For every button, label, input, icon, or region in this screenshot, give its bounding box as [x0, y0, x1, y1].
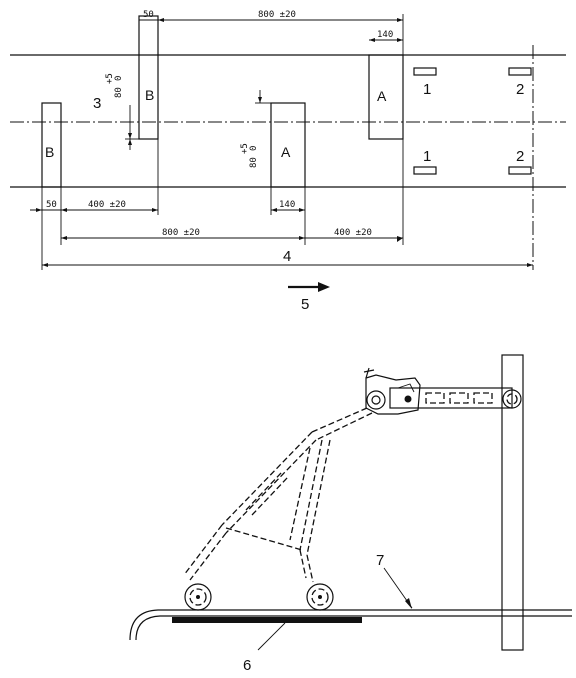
- trolley-wheel-front-inner: [311, 588, 329, 606]
- arrowhead: [271, 208, 277, 212]
- arm-pivot-wheel-inner: [506, 393, 518, 405]
- patch-a-right: [368, 54, 404, 140]
- label-2-lower: 2: [516, 148, 524, 165]
- label-a-right: A: [377, 88, 387, 104]
- elevation-view: 6 7: [129, 354, 572, 674]
- trolley-handle: [251, 476, 289, 516]
- callout-4: 4: [283, 248, 291, 265]
- arrowhead: [397, 236, 403, 242]
- dim-80-left-zero: 0: [114, 76, 124, 81]
- clamp-bolt: [404, 395, 412, 403]
- trolley-rail: [306, 554, 314, 583]
- trolley-wheel-rear-hub: [196, 595, 200, 599]
- trolley-rail: [299, 439, 323, 551]
- dim-80-left-plus: +5: [105, 73, 115, 84]
- clamp-pulley-inner: [371, 395, 381, 405]
- dim-800-bottom: 800 ±20: [162, 228, 200, 238]
- arrowhead: [299, 236, 305, 240]
- label-b-upper: B: [145, 87, 154, 103]
- arrowhead: [405, 598, 412, 609]
- arrowhead: [158, 18, 164, 22]
- arrowhead: [369, 38, 375, 42]
- trolley-rail: [221, 431, 313, 526]
- callout-3: 3: [93, 95, 101, 112]
- arm-pivot-wheel: [502, 389, 522, 409]
- label-b-left: B: [45, 144, 54, 160]
- trolley-rail: [299, 549, 307, 579]
- trolley-rail: [306, 439, 331, 556]
- trolley-brace: [289, 447, 311, 541]
- marker-pad-2-lower: [508, 166, 532, 175]
- marker-pad-2-upper: [508, 67, 532, 76]
- trolley-wheel-front: [306, 583, 334, 611]
- dim-400-right: 400 ±20: [334, 228, 372, 238]
- arrowhead: [36, 208, 42, 212]
- dim-80-middle-group: 80 +5 0: [240, 143, 259, 168]
- dim-800-top: 800 ±20: [258, 10, 296, 20]
- patch-b-upper: [138, 15, 159, 140]
- clamp-head: [365, 374, 421, 415]
- marker-pad-1-lower: [413, 166, 437, 175]
- leader-6: [257, 622, 286, 651]
- patch-b-left: [41, 102, 62, 188]
- dim-50-bottom: 50: [46, 200, 57, 210]
- arrowhead: [128, 139, 132, 145]
- trolley-brace: [225, 527, 303, 551]
- dim-80-middle-zero: 0: [249, 146, 259, 151]
- test-trolley: [183, 407, 373, 583]
- dim-80-left: 80: [114, 87, 124, 98]
- arrowhead: [299, 208, 305, 212]
- dim-50-top: 50: [143, 10, 154, 20]
- clamp-handle: [363, 369, 375, 373]
- arrowhead: [527, 263, 533, 267]
- arrowhead: [61, 236, 67, 240]
- trolley-rail: [183, 524, 223, 576]
- arm-slot: [449, 392, 469, 404]
- arm-slot: [425, 392, 445, 404]
- label-1-lower: 1: [423, 148, 431, 165]
- dim-80-middle: 80: [249, 157, 259, 168]
- callout-7: 7: [376, 552, 384, 569]
- arrowhead: [152, 208, 158, 212]
- ground-surface-lower: [135, 615, 572, 641]
- label-1-upper: 1: [423, 81, 431, 98]
- trolley-wheel-rear: [184, 583, 212, 611]
- dim-140-bottom: 140: [279, 200, 295, 210]
- trolley-wheel-front-hub: [318, 595, 322, 599]
- plan-view: 50 800 ±20 140 B B A A 80 +5 0 3 80 +5: [10, 10, 566, 313]
- arrowhead: [397, 18, 403, 22]
- dim-80-left-group: 80 +5 0: [105, 73, 124, 98]
- ground-surface: [129, 609, 572, 641]
- arrowhead: [397, 38, 403, 42]
- clamp-detail: [397, 383, 415, 393]
- dim-80-middle-plus: +5: [240, 143, 250, 154]
- callout-6: 6: [243, 657, 251, 674]
- label-a-middle: A: [281, 144, 291, 160]
- arrowhead: [42, 263, 48, 267]
- trolley-rail: [315, 412, 373, 441]
- dim-140-top: 140: [377, 30, 393, 40]
- trolley-handle: [245, 471, 283, 511]
- arm-frame: [389, 387, 513, 409]
- dim-400-left: 400 ±20: [88, 200, 126, 210]
- trolley-rail: [311, 407, 368, 433]
- label-2-upper: 2: [516, 81, 524, 98]
- test-mat: [172, 617, 362, 623]
- marker-pad-1-upper: [413, 67, 437, 76]
- trolley-wheel-rear-inner: [189, 588, 207, 606]
- direction-arrowhead: [318, 282, 330, 292]
- trolley-rail: [189, 532, 227, 581]
- trolley-rail: [225, 439, 317, 534]
- patch-a-middle: [270, 102, 306, 188]
- support-post: [501, 354, 524, 651]
- arrowhead: [128, 133, 132, 139]
- clamp-handle: [365, 367, 370, 379]
- callout-5: 5: [301, 296, 309, 313]
- arm-slot: [473, 392, 493, 404]
- arrowhead: [258, 97, 262, 103]
- clamp-pulley: [366, 390, 386, 410]
